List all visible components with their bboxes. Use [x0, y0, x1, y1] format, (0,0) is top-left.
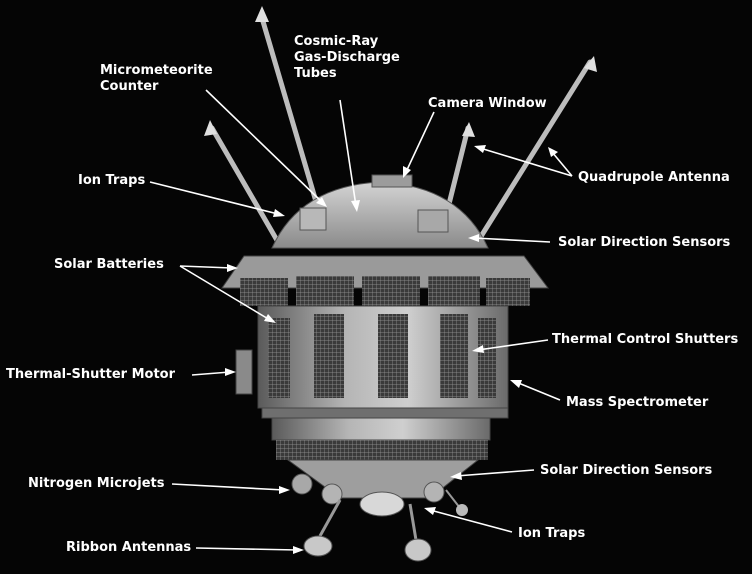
sensor-box-2 — [417, 209, 449, 233]
leader-mass-spectrometer — [515, 381, 561, 401]
side-panel-3 — [378, 314, 408, 398]
rear-ion-trap — [445, 489, 468, 516]
rod-antenna-3 — [477, 59, 593, 241]
upper-panel-2 — [296, 276, 354, 306]
rod-tip-3 — [584, 56, 597, 72]
leader-camera — [405, 111, 435, 173]
leader-solar-direction-upper — [473, 237, 551, 243]
label-solar-batteries: Solar Batteries — [54, 257, 164, 272]
side-panel-1 — [268, 318, 290, 398]
leader-ion-traps-top — [149, 181, 279, 215]
rod-antenna-tips — [204, 6, 597, 137]
leader-thermal-shutters — [477, 339, 549, 351]
label-quadrupole-antenna: Quadrupole Antenna — [578, 170, 730, 185]
leader-solar-direction-lower — [455, 469, 535, 477]
leader-solar-batteries-1 — [179, 265, 233, 269]
label-solar-direction-sensors-upper: Solar Direction Sensors — [558, 235, 731, 250]
label-ion-traps-bottom: Ion Traps — [518, 526, 586, 541]
bottom-nozzle — [359, 491, 405, 517]
upper-panel-3 — [362, 276, 420, 306]
rod-antenna-2 — [209, 125, 281, 245]
label-solar-direction-sensors-lower: Solar Direction Sensors — [540, 463, 713, 478]
label-thermal-control-shutters: Thermal Control Shutters — [552, 332, 739, 347]
leader-ribbon-antennas — [195, 547, 299, 551]
label-ribbon-antennas: Ribbon Antennas — [66, 540, 192, 555]
label-nitrogen-microjets: Nitrogen Microjets — [28, 476, 165, 491]
side-panel-4 — [440, 314, 468, 398]
upper-panel-5 — [486, 278, 530, 306]
rod-tip-1 — [255, 6, 269, 22]
ribbon-antenna-right — [404, 503, 432, 562]
leader-ion-traps-bottom — [429, 509, 513, 533]
sensor-box-1 — [299, 207, 327, 231]
side-panel-2 — [314, 314, 344, 398]
leader-nitrogen-microjets — [171, 483, 285, 491]
leader-quad-2 — [551, 151, 573, 177]
rod-tip-4 — [462, 122, 475, 137]
upper-panel-4 — [428, 276, 480, 306]
rod-tip-2 — [204, 120, 217, 136]
leader-solar-batteries-2 — [179, 265, 271, 321]
leader-cosmic-ray — [339, 99, 357, 207]
label-camera-window: Camera Window — [428, 96, 547, 111]
label-micrometeorite-counter: Micrometeorite Counter — [100, 63, 213, 94]
label-cosmic-ray-tubes: Cosmic-Ray Gas-Discharge Tubes — [294, 34, 400, 81]
label-ion-traps-top: Ion Traps — [78, 173, 146, 188]
nitrogen-jet-cluster — [291, 473, 313, 495]
upper-panel-1 — [240, 278, 288, 306]
leader-quad-1 — [479, 147, 573, 177]
leader-thermal-motor — [191, 371, 231, 376]
lower-panel-band — [276, 440, 488, 460]
camera-window — [371, 174, 413, 188]
label-mass-spectrometer: Mass Spectrometer — [566, 395, 709, 410]
rod-antenna-1 — [259, 15, 325, 225]
bottom-sensor-right — [423, 481, 445, 503]
ribbon-antenna-left — [303, 499, 342, 557]
leader-micrometeorite — [205, 89, 323, 203]
bottom-sensor-left — [321, 483, 343, 505]
side-panel-5 — [478, 318, 496, 398]
label-thermal-shutter-motor: Thermal-Shutter Motor — [6, 367, 175, 382]
